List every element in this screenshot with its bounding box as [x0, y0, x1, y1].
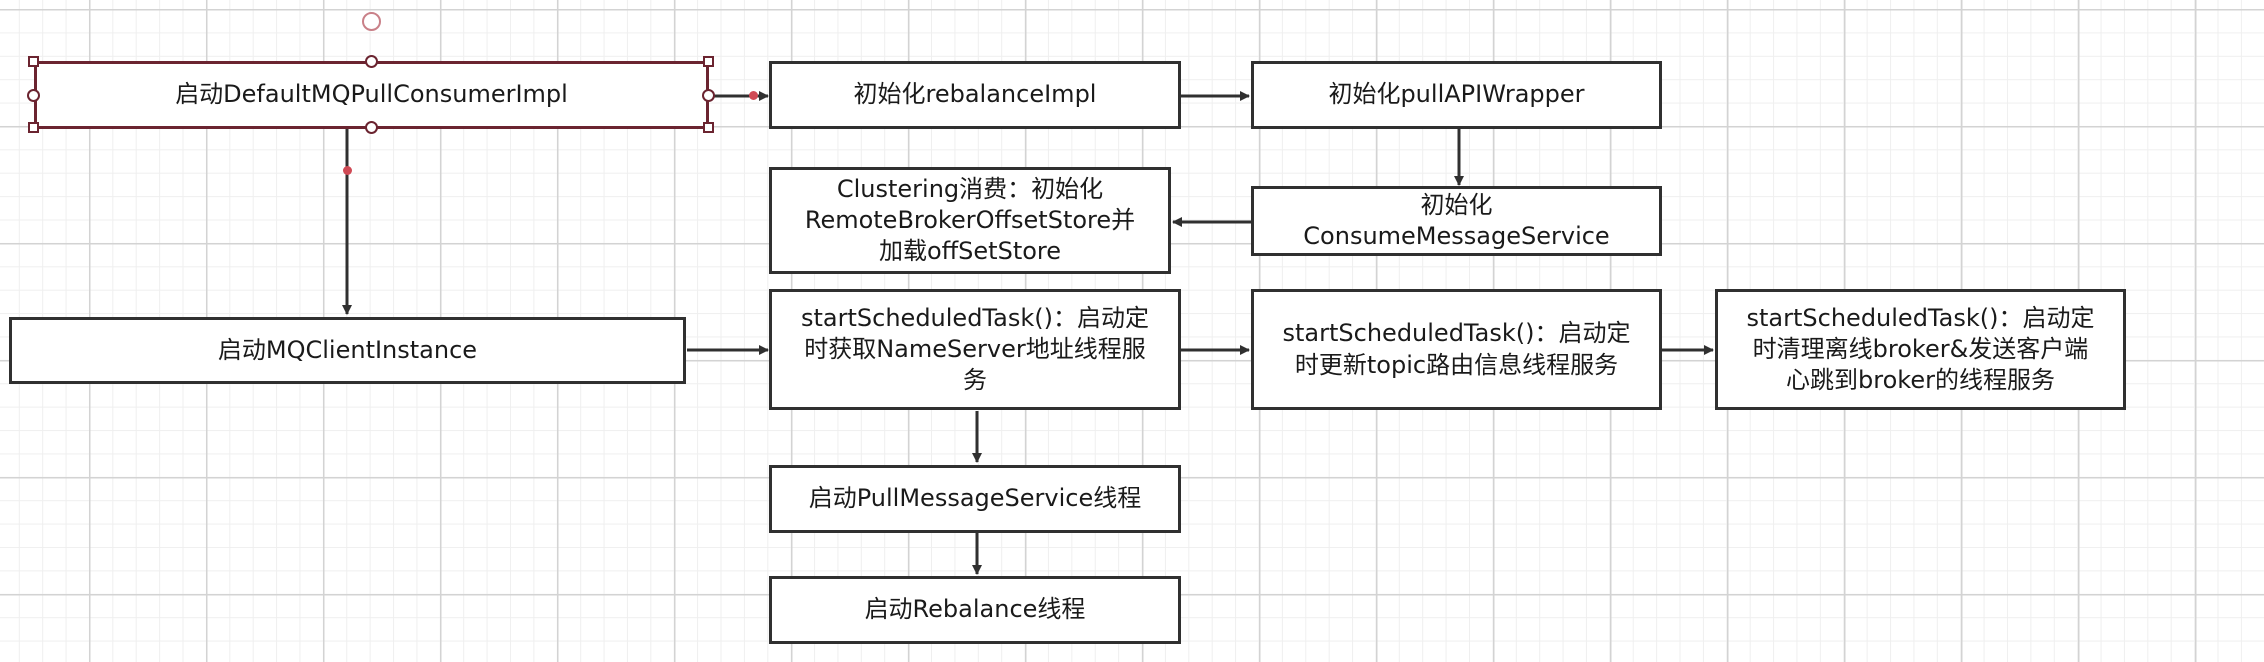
resize-handle-top-left[interactable] [28, 56, 39, 67]
resize-handle-top-right[interactable] [703, 56, 714, 67]
resize-handle-left[interactable] [27, 89, 40, 102]
connection-point-bottom[interactable] [343, 166, 352, 175]
resize-handle-bottom-left[interactable] [28, 122, 39, 133]
rotate-handle[interactable] [362, 12, 381, 31]
node-start-pull-message-service[interactable]: 启动PullMessageService线程 [769, 465, 1181, 533]
node-init-consume-service[interactable]: 初始化 ConsumeMessageService [1251, 186, 1662, 256]
node-start-pull-consumer[interactable]: 启动DefaultMQPullConsumerImpl [34, 61, 709, 129]
resize-handle-right[interactable] [702, 89, 715, 102]
node-clustering-offset-store[interactable]: Clustering消费：初始化 RemoteBrokerOffsetStore… [769, 167, 1171, 274]
resize-handle-bottom-right[interactable] [703, 122, 714, 133]
node-start-client-instance[interactable]: 启动MQClientInstance [9, 317, 686, 384]
node-task-clean-broker[interactable]: startScheduledTask()：启动定 时清理离线broker&发送客… [1715, 289, 2126, 410]
node-task-update-topic[interactable]: startScheduledTask()：启动定 时更新topic路由信息线程服… [1251, 289, 1662, 410]
connection-point-right[interactable] [749, 91, 758, 100]
resize-handle-bottom[interactable] [365, 121, 378, 134]
node-init-pull-api[interactable]: 初始化pullAPIWrapper [1251, 61, 1662, 129]
node-start-rebalance[interactable]: 启动Rebalance线程 [769, 576, 1181, 644]
node-task-fetch-nameserver[interactable]: startScheduledTask()：启动定 时获取NameServer地址… [769, 289, 1181, 410]
connector-arrows [342, 91, 1714, 575]
node-init-rebalance[interactable]: 初始化rebalanceImpl [769, 61, 1181, 129]
resize-handle-top[interactable] [365, 55, 378, 68]
